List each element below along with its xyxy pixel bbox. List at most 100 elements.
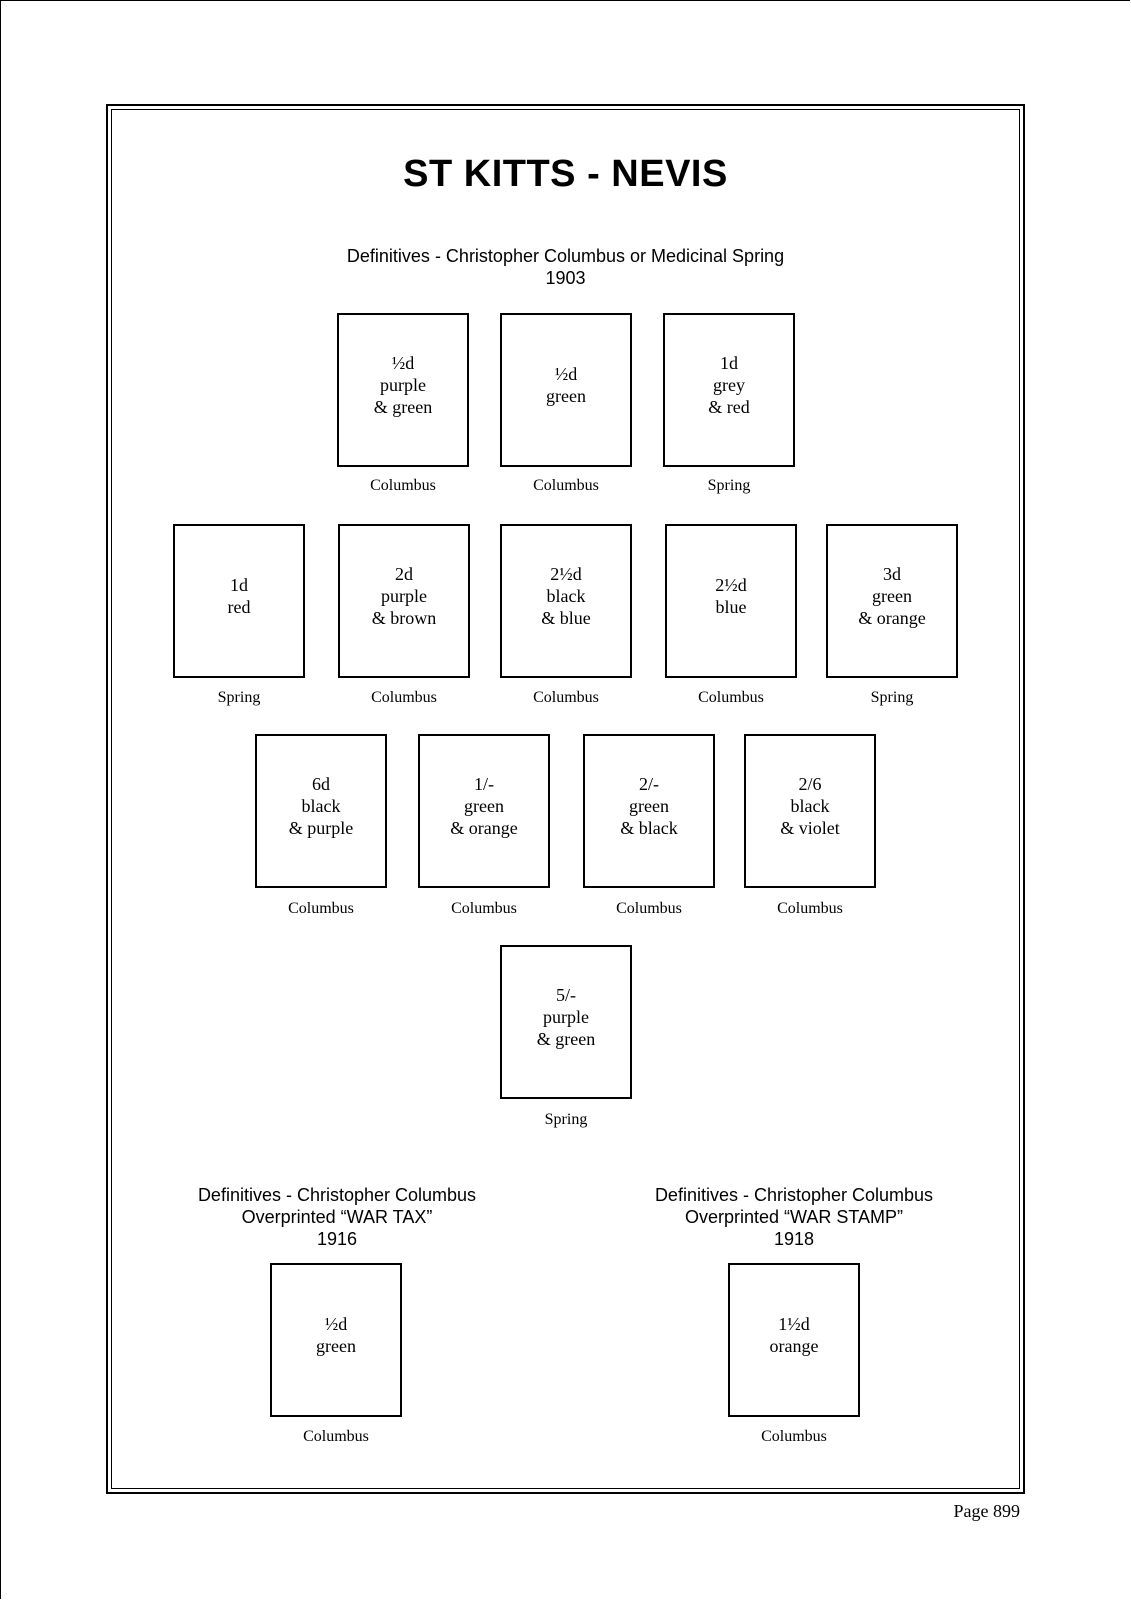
- stamp-value: 1½d: [778, 1314, 810, 1334]
- heading-line: 1916: [316, 1229, 358, 1249]
- stamp-description: ½d green: [546, 363, 586, 407]
- stamp-value: 2½d: [550, 564, 582, 584]
- stamp-colour: purple: [543, 1007, 589, 1027]
- stamp-caption: Columbus: [451, 900, 517, 917]
- page-number: Page 899: [953, 1501, 1021, 1521]
- stamp-value: 2½d: [715, 575, 747, 595]
- stamp-caption: Columbus: [777, 900, 843, 917]
- section-heading-1903: Definitives - Christopher Columbus or Me…: [106, 245, 1025, 289]
- stamp-colour: green: [316, 1336, 356, 1356]
- stamp-space: 6d black & purple: [255, 734, 387, 888]
- stamp-colour: & brown: [371, 608, 437, 628]
- stamp-colour: & blue: [541, 608, 591, 628]
- stamp-colour: & black: [620, 818, 678, 838]
- stamp-space: 2/6 black & violet: [744, 734, 876, 888]
- stamp-colour: & red: [708, 397, 750, 417]
- heading-line: Definitives - Christopher Columbus or Me…: [346, 246, 785, 266]
- page-border-outer: [106, 104, 1025, 1494]
- stamp-space: 1½d orange: [728, 1263, 860, 1417]
- stamp-description: 2½d blue: [715, 574, 747, 618]
- stamp-value: 2d: [395, 564, 413, 584]
- stamp-description: 1d grey & red: [708, 352, 749, 418]
- stamp-space: 2/- green & black: [583, 734, 715, 888]
- stamp-colour: green: [629, 796, 669, 816]
- stamp-space: ½d green: [500, 313, 632, 467]
- stamp-colour: orange: [769, 1336, 819, 1356]
- stamp-colour: black: [790, 796, 830, 816]
- stamp-description: 2½d black & blue: [541, 563, 591, 629]
- stamp-caption: Columbus: [533, 477, 599, 494]
- stamp-space: 1d red: [173, 524, 305, 678]
- stamp-colour: green: [546, 386, 586, 406]
- stamp-caption: Columbus: [616, 900, 682, 917]
- section-heading-1916: Definitives - Christopher Columbus Overp…: [167, 1184, 507, 1250]
- stamp-caption: Spring: [707, 477, 751, 494]
- stamp-colour: black: [546, 586, 586, 606]
- stamp-value: 1d: [719, 353, 738, 373]
- page-border-inner: [111, 109, 1020, 1489]
- stamp-space: 5/- purple & green: [500, 945, 632, 1099]
- stamp-description: 6d black & purple: [289, 773, 354, 839]
- stamp-space: 2½d black & blue: [500, 524, 632, 678]
- stamp-space: ½d purple & green: [337, 313, 469, 467]
- stamp-value: 2/-: [638, 774, 659, 794]
- stamp-colour: purple: [380, 375, 426, 395]
- stamp-colour: & orange: [450, 818, 518, 838]
- stamp-caption: Columbus: [371, 689, 437, 706]
- stamp-description: 3d green & orange: [858, 563, 925, 629]
- stamp-description: 2/6 black & violet: [780, 773, 840, 839]
- stamp-space: ½d green: [270, 1263, 402, 1417]
- stamp-colour: & purple: [288, 818, 354, 838]
- stamp-value: 2/6: [798, 774, 822, 794]
- heading-line: Definitives - Christopher Columbus: [654, 1185, 934, 1205]
- stamp-caption: Columbus: [370, 477, 436, 494]
- heading-line: 1903: [545, 268, 586, 288]
- stamp-value: 6d: [312, 774, 330, 794]
- stamp-value: 5/-: [555, 985, 576, 1005]
- stamp-description: 1/- green & orange: [450, 773, 517, 839]
- stamp-colour: & green: [536, 1029, 596, 1049]
- stamp-colour: red: [227, 597, 251, 617]
- stamp-caption: Columbus: [533, 689, 599, 706]
- stamp-space: 2d purple & brown: [338, 524, 470, 678]
- stamp-value: ½d: [324, 1314, 348, 1334]
- heading-line: Definitives - Christopher Columbus: [197, 1185, 477, 1205]
- stamp-description: 1d red: [228, 574, 251, 618]
- stamp-colour: green: [464, 796, 504, 816]
- stamp-colour: green: [872, 586, 912, 606]
- stamp-colour: purple: [381, 586, 427, 606]
- stamp-value: ½d: [391, 353, 415, 373]
- page-title: ST KITTS - NEVIS: [403, 153, 728, 195]
- stamp-description: 5/- purple & green: [537, 984, 595, 1050]
- stamp-caption: Columbus: [698, 689, 764, 706]
- stamp-description: 1½d orange: [770, 1313, 819, 1357]
- stamp-colour: blue: [715, 597, 747, 617]
- heading-line: Overprinted “WAR TAX”: [241, 1207, 433, 1227]
- stamp-colour: black: [301, 796, 341, 816]
- stamp-description: ½d purple & green: [374, 352, 432, 418]
- stamp-caption: Spring: [544, 1111, 588, 1128]
- stamp-space: 1/- green & orange: [418, 734, 550, 888]
- heading-line: 1918: [773, 1229, 815, 1249]
- stamp-caption: Spring: [217, 689, 261, 706]
- stamp-description: ½d green: [316, 1313, 356, 1357]
- stamp-value: 1d: [229, 575, 248, 595]
- stamp-caption: Columbus: [303, 1428, 369, 1445]
- stamp-value: 3d: [882, 564, 901, 584]
- stamp-caption: Spring: [870, 689, 914, 706]
- stamp-colour: grey: [713, 375, 745, 395]
- stamp-colour: & green: [373, 397, 433, 417]
- heading-line: Overprinted “WAR STAMP”: [684, 1207, 904, 1227]
- stamp-colour: & violet: [780, 818, 840, 838]
- stamp-caption: Columbus: [761, 1428, 827, 1445]
- stamp-description: 2/- green & black: [620, 773, 677, 839]
- stamp-value: 1/-: [473, 774, 494, 794]
- stamp-space: 2½d blue: [665, 524, 797, 678]
- section-heading-1918: Definitives - Christopher Columbus Overp…: [624, 1184, 964, 1250]
- stamp-caption: Columbus: [288, 900, 354, 917]
- stamp-space: 3d green & orange: [826, 524, 958, 678]
- stamp-description: 2d purple & brown: [372, 563, 437, 629]
- stamp-space: 1d grey & red: [663, 313, 795, 467]
- stamp-value: ½d: [554, 364, 578, 384]
